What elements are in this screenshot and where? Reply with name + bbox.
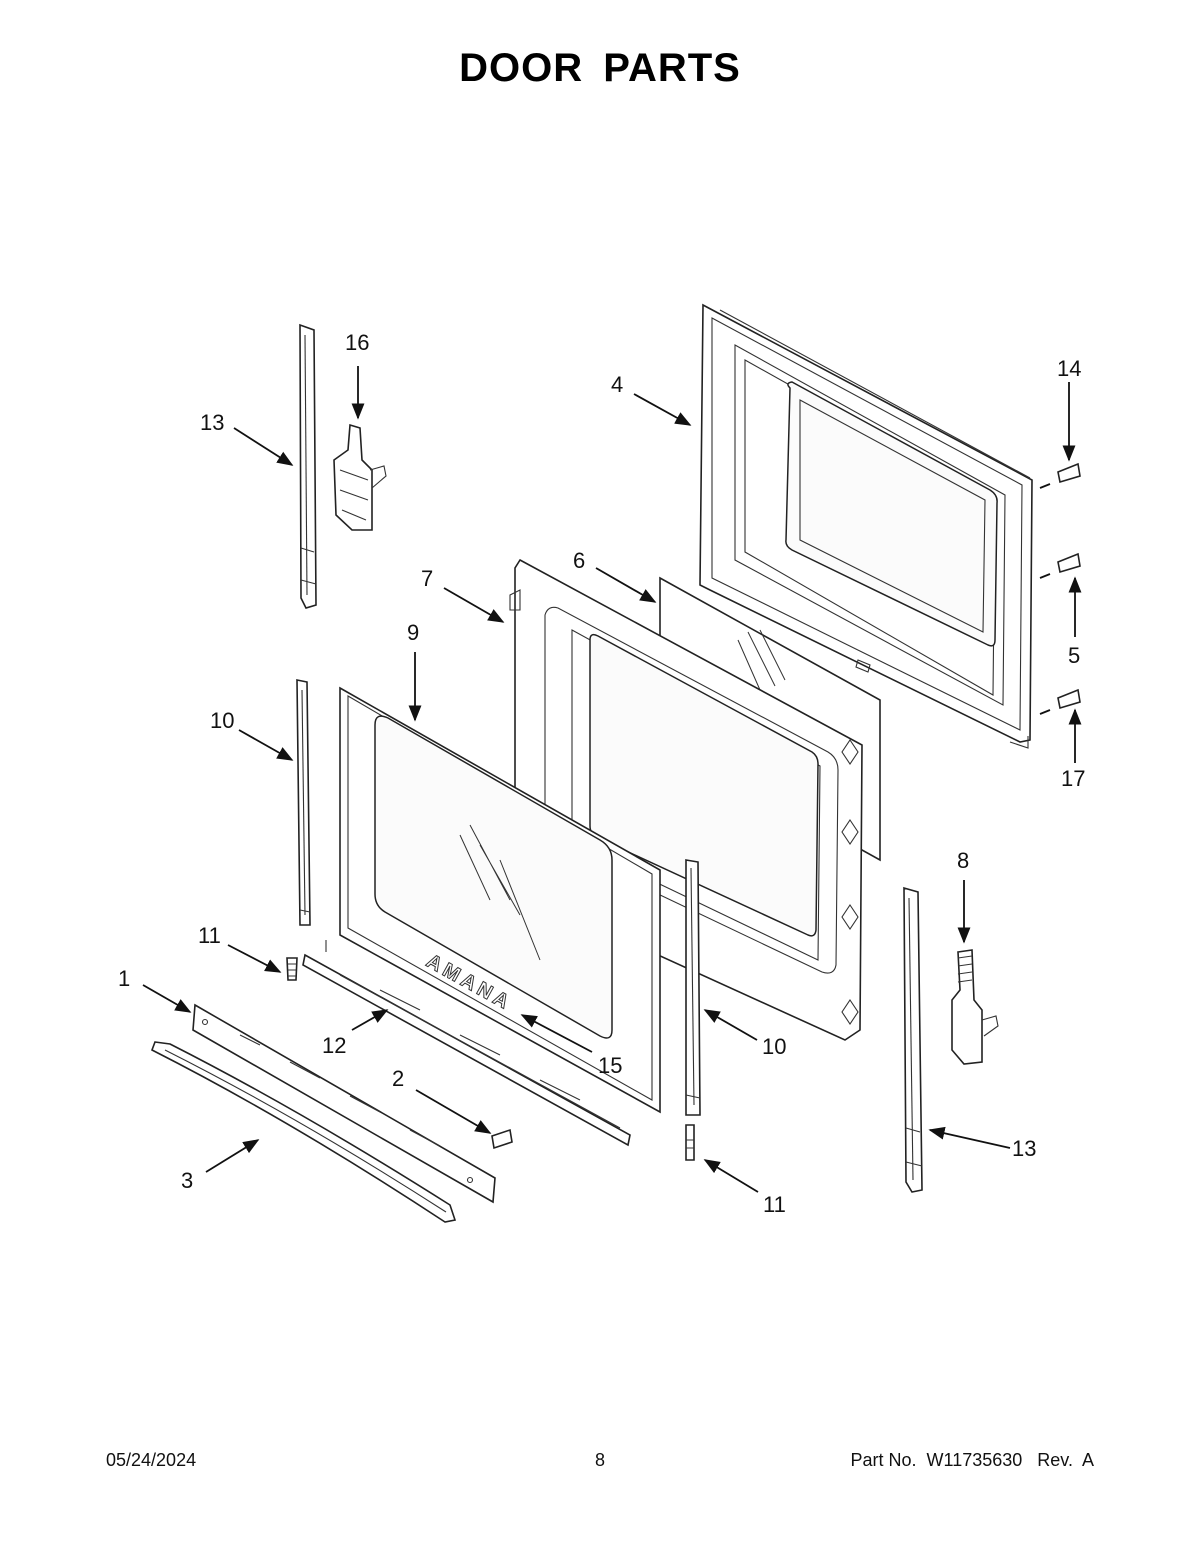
part-11-screw-left xyxy=(286,957,298,981)
callout-4: 4 xyxy=(611,372,623,397)
callout-16: 16 xyxy=(345,330,369,355)
callout-17: 17 xyxy=(1061,766,1085,791)
part-3-handle xyxy=(150,1041,457,1223)
part-12-vent-trim xyxy=(302,940,631,1147)
part-13-hinge-receiver-left xyxy=(299,323,317,609)
callout-14: 14 xyxy=(1057,356,1081,381)
callout-9: 9 xyxy=(407,620,419,645)
callout-5: 5 xyxy=(1068,643,1080,668)
callout-7: 7 xyxy=(421,566,433,591)
callout-13-left: 13 xyxy=(200,410,224,435)
part-14-screw xyxy=(1039,462,1081,489)
part-1-door-trim xyxy=(192,1003,496,1204)
callout-11-right: 11 xyxy=(763,1192,786,1217)
part-4-inner-door-panel xyxy=(699,303,1033,749)
page-title: DOOR PARTS xyxy=(459,46,741,90)
part-10-door-channel-left xyxy=(296,679,311,926)
footer-date: 05/24/2024 xyxy=(106,1450,197,1470)
footer-page-number: 8 xyxy=(594,1450,605,1470)
callout-1: 1 xyxy=(118,966,130,991)
callout-11-left: 11 xyxy=(198,923,221,948)
part-17-screw xyxy=(1039,688,1081,715)
callout-8: 8 xyxy=(957,848,969,873)
callout-13-right: 13 xyxy=(1012,1136,1036,1161)
leader-lines xyxy=(142,366,1082,1193)
callout-10-right: 10 xyxy=(762,1034,786,1059)
callout-10-left: 10 xyxy=(210,708,234,733)
callout-6: 6 xyxy=(573,548,585,573)
part-13-hinge-receiver-right xyxy=(903,886,923,1193)
callout-12: 12 xyxy=(322,1033,346,1058)
part-11-screw-right xyxy=(685,1124,695,1161)
part-2-screw xyxy=(491,1128,513,1150)
part-5-screw xyxy=(1039,552,1081,579)
callout-15: 15 xyxy=(598,1053,622,1078)
part-8-hinge xyxy=(951,949,999,1065)
callout-2: 2 xyxy=(392,1066,404,1091)
part-10-door-channel-right xyxy=(685,859,701,1116)
part-9-outer-door-glass: AMANA xyxy=(339,686,661,1114)
callout-3: 3 xyxy=(181,1168,193,1193)
footer-part-number: Part No. W11735630 Rev. A xyxy=(850,1450,1094,1470)
part-16-hinge xyxy=(333,423,387,531)
